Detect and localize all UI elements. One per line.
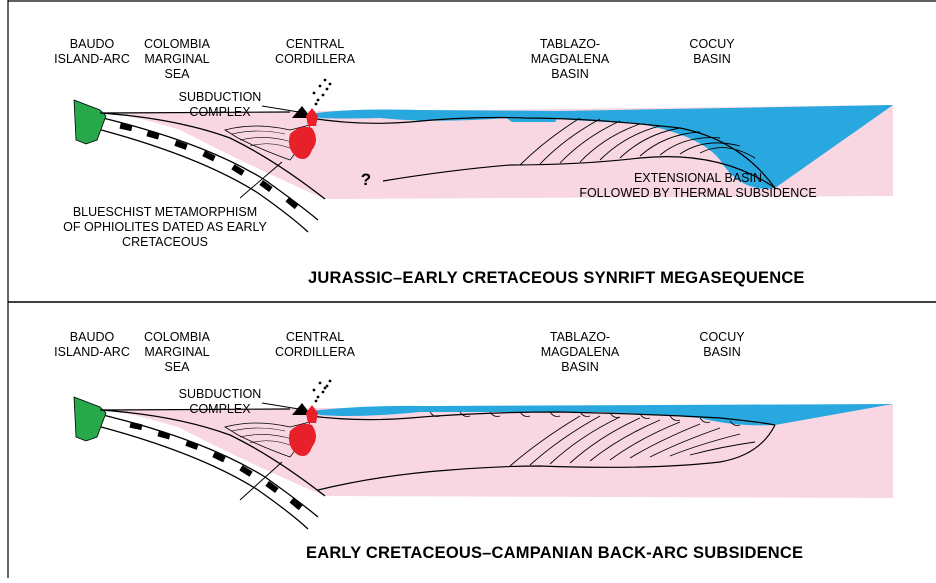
label-cocuy-basin: COCUY BASIN [672, 37, 752, 67]
label-subduction-complex: SUBDUCTION COMPLEX [168, 387, 272, 417]
label-colombia-marginal-sea: COLOMBIA MARGINAL SEA [132, 330, 222, 375]
label-extensional-basin: EXTENSIONAL BASIN FOLLOWED BY THERMAL SU… [560, 171, 836, 201]
label-question-mark: ? [356, 172, 376, 187]
label-baudo-island-arc: BAUDO ISLAND-ARC [52, 37, 132, 67]
label-subduction-complex: SUBDUCTION COMPLEX [168, 90, 272, 120]
label-tablazo-magdalena-basin: TABLAZO- MAGDALENA BASIN [515, 37, 625, 82]
volcanic-ash [313, 79, 332, 106]
panel-title-synrift: JURASSIC–EARLY CRETACEOUS SYNRIFT MEGASE… [308, 269, 805, 288]
label-colombia-marginal-sea: COLOMBIA MARGINAL SEA [132, 37, 222, 82]
label-blueschist-metamorphism: BLUESCHIST METAMORPHISM OF OPHIOLITES DA… [40, 205, 290, 250]
label-central-cordillera: CENTRAL CORDILLERA [268, 330, 362, 360]
volcanic-conduit [306, 405, 318, 423]
label-central-cordillera: CENTRAL CORDILLERA [268, 37, 362, 67]
volcanic-ash [313, 380, 332, 403]
label-cocuy-basin: COCUY BASIN [682, 330, 762, 360]
island-arc-green [74, 397, 106, 441]
island-arc-green [74, 100, 106, 144]
volcanic-conduit [306, 108, 318, 126]
label-baudo-island-arc: BAUDO ISLAND-ARC [52, 330, 132, 360]
label-tablazo-magdalena-basin: TABLAZO- MAGDALENA BASIN [525, 330, 635, 375]
panel-title-backarc: EARLY CRETACEOUS–CAMPANIAN BACK-ARC SUBS… [306, 544, 803, 563]
